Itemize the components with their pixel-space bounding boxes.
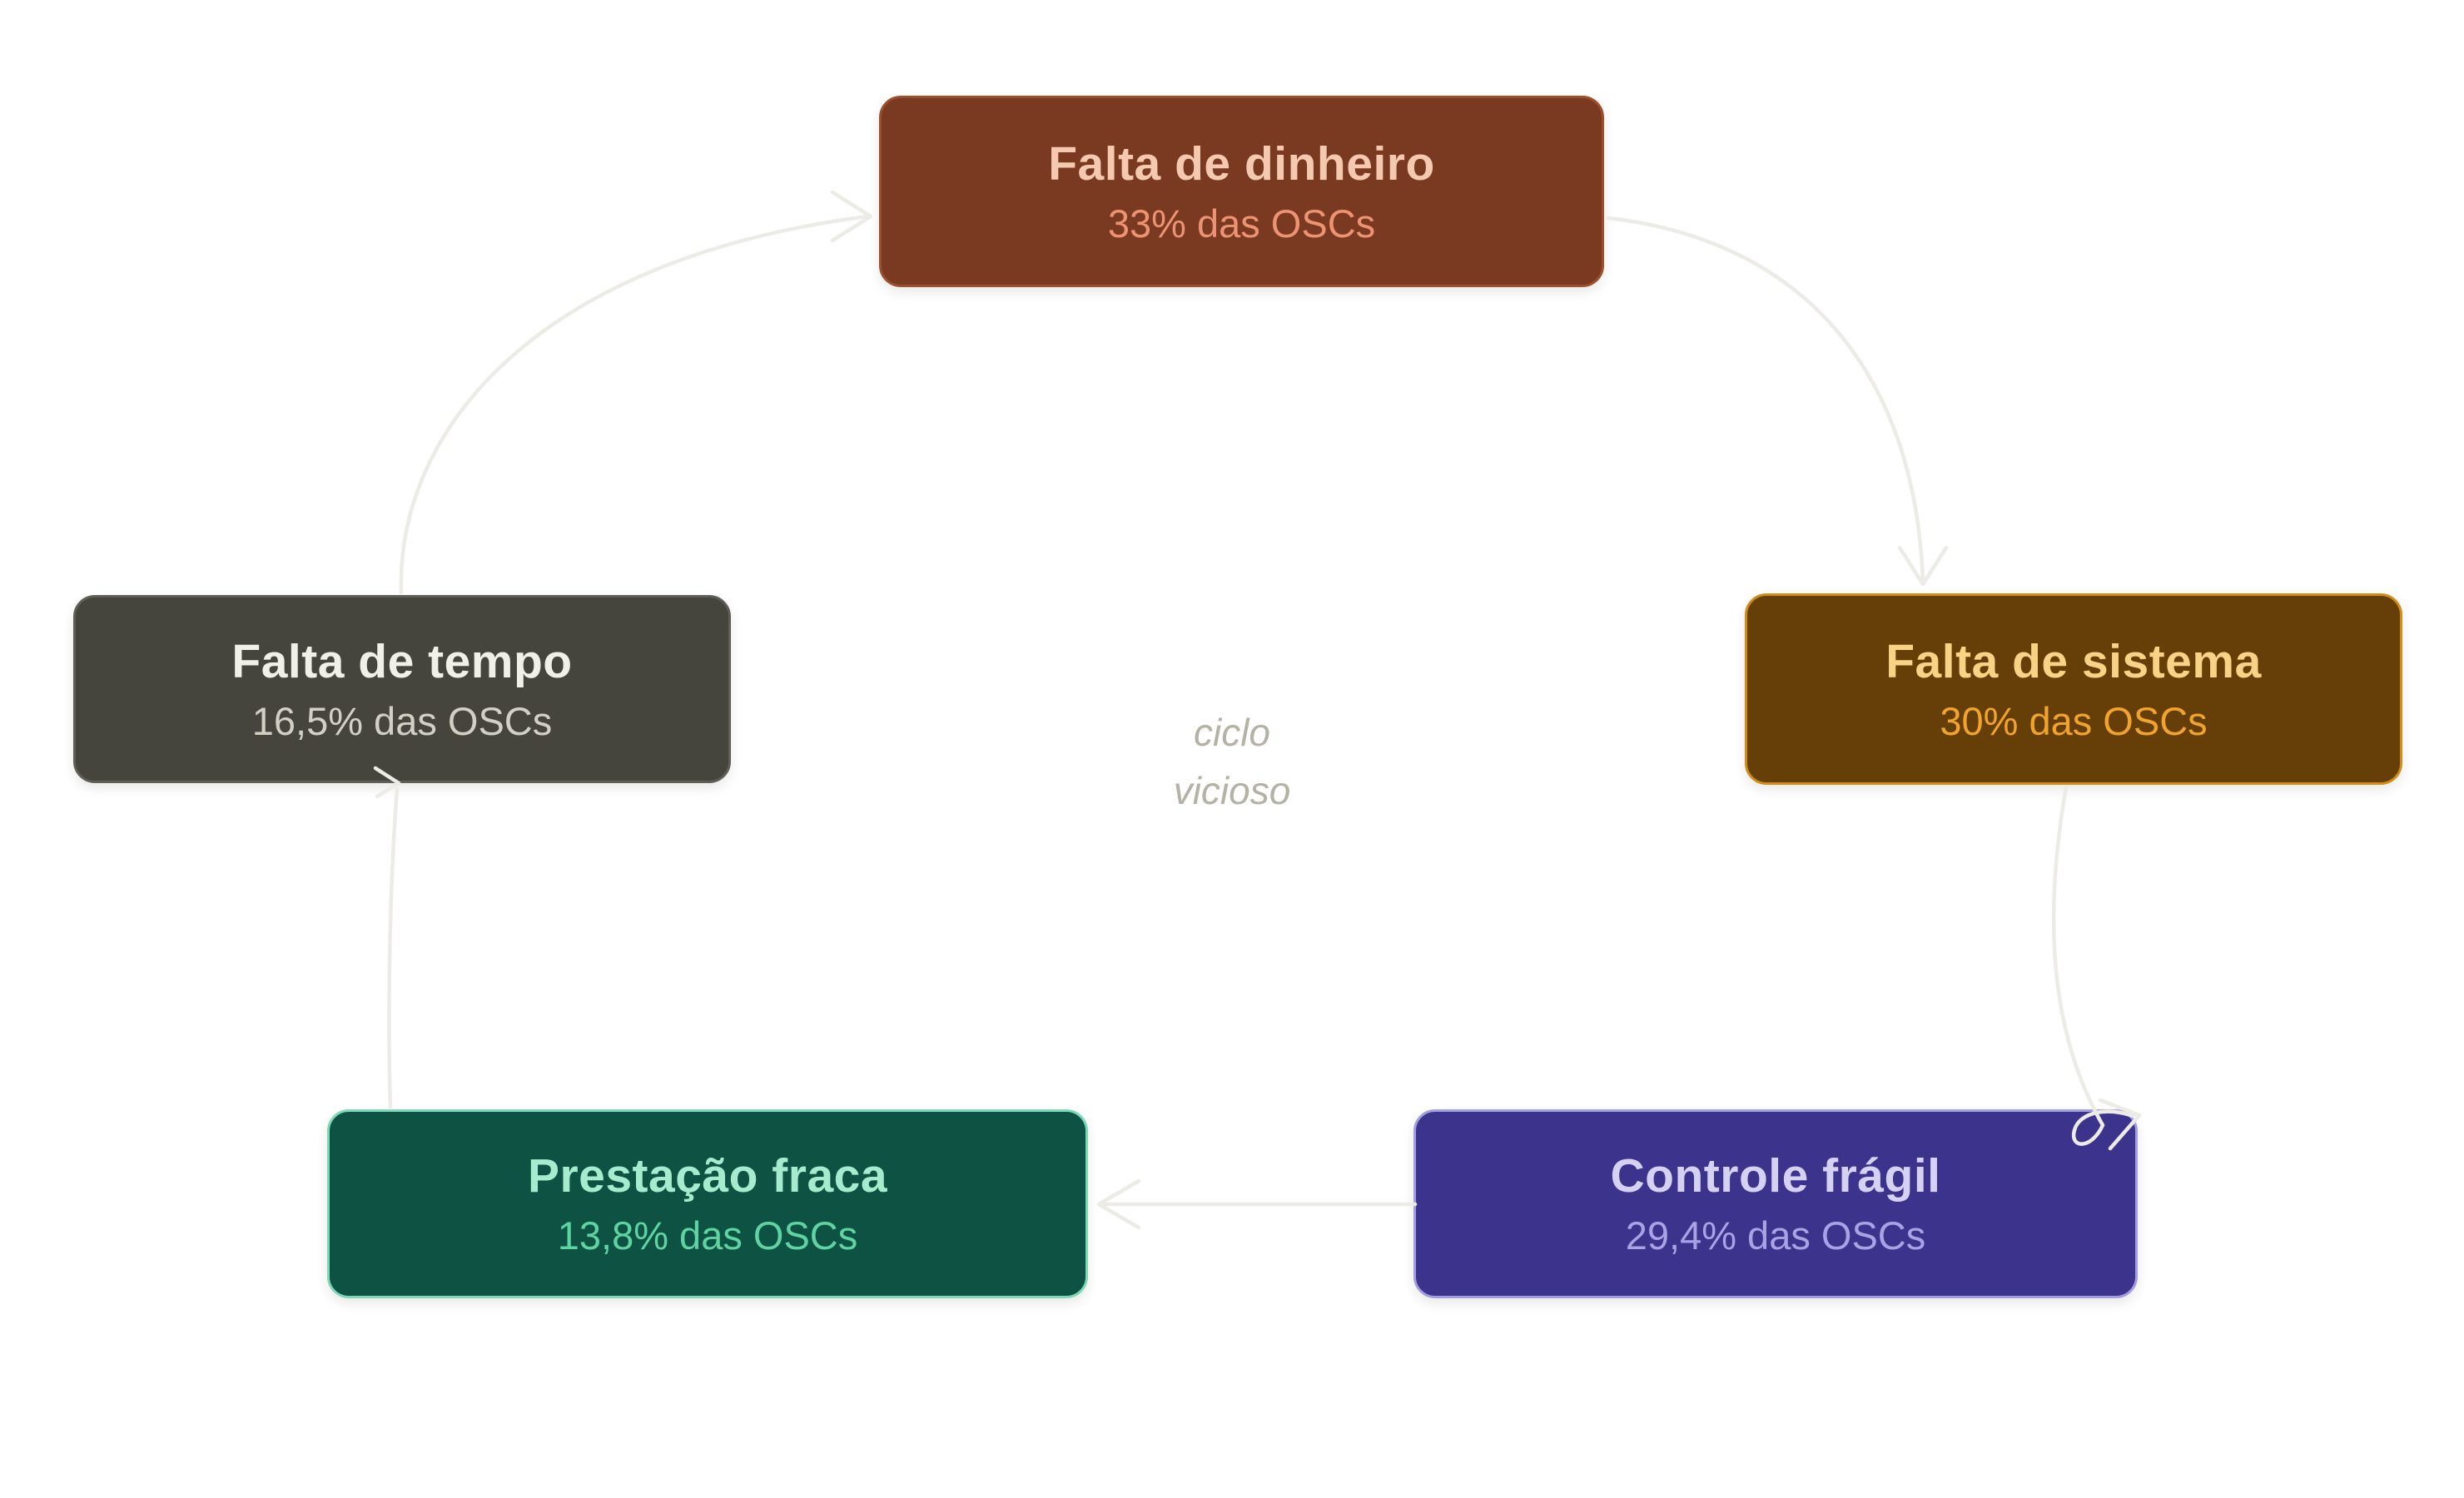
node-percentage: 29,4% das OSCs [1625,1213,1926,1257]
node-title: Prestação fraca [527,1149,888,1203]
arrowhead-icon [1897,545,1949,587]
edge-dinheiro-to-sistema [1606,216,1949,587]
node-percentage: 16,5% das OSCs [251,698,553,743]
edge-line [2051,785,2135,1146]
node-falta-de-sistema: Falta de sistema 30% das OSCs [1745,593,2402,785]
edge-sistema-to-controle [2051,785,2142,1151]
arrowhead-icon [1096,1178,1141,1230]
center-label-line1: ciclo [1193,711,1271,754]
center-label: ciclo vicioso [982,703,1482,820]
edge-controle-to-prestacao [1096,1178,1418,1230]
center-label-line2: vicioso [1173,769,1291,812]
node-percentage: 13,8% das OSCs [557,1213,858,1257]
node-title: Falta de tempo [231,634,573,688]
node-prestacao-fraca: Prestação fraca 13,8% das OSCs [327,1109,1088,1298]
edge-line [387,786,400,1109]
node-title: Controle frágil [1610,1149,1941,1203]
arrowhead-icon [830,190,873,243]
edge-line [1606,216,1925,583]
edge-tempo-to-dinheiro [399,190,873,595]
node-title: Falta de sistema [1885,634,2262,688]
edge-line [399,214,870,595]
node-title: Falta de dinheiro [1048,136,1435,191]
node-falta-de-tempo: Falta de tempo 16,5% das OSCs [73,595,731,783]
node-controle-fragil: Controle frágil 29,4% das OSCs [1413,1109,2138,1298]
node-falta-de-dinheiro: Falta de dinheiro 33% das OSCs [879,96,1604,287]
node-percentage: 33% das OSCs [1107,201,1376,246]
node-percentage: 30% das OSCs [1940,698,2208,743]
edge-prestacao-to-tempo [373,766,401,1109]
